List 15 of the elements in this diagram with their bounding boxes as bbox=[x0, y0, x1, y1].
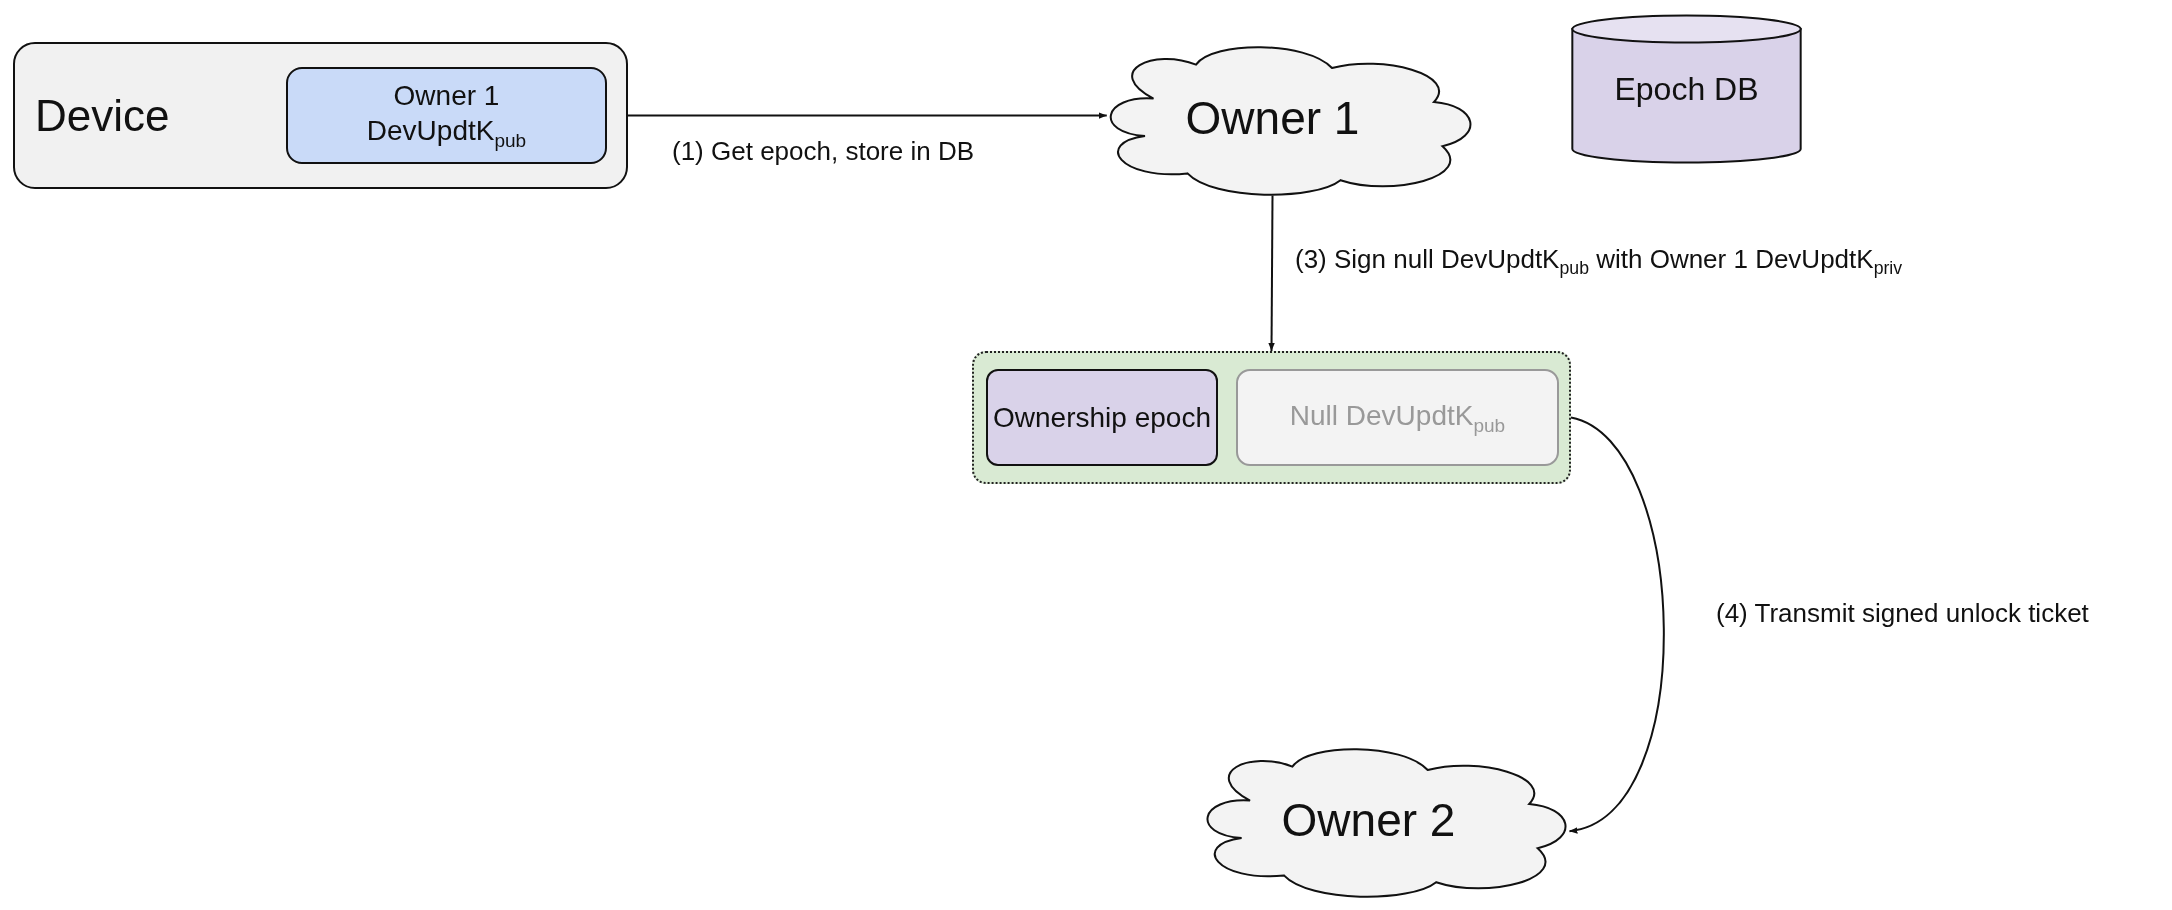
key-box bbox=[286, 67, 607, 164]
group-box bbox=[972, 351, 1571, 484]
node-label: Device bbox=[35, 90, 170, 142]
field-box bbox=[1236, 369, 1559, 466]
node-label: Epoch DB bbox=[1614, 70, 1759, 109]
arrow bbox=[627, 112, 1108, 119]
node-label: Owner 2 bbox=[1281, 793, 1456, 849]
device-box bbox=[13, 42, 628, 189]
field-box bbox=[986, 369, 1218, 466]
node-label: Owner 1 bbox=[1185, 91, 1360, 147]
arrow bbox=[1568, 416, 1665, 833]
node-label: Owner 1 DevUpdtK$_{pub}$ bbox=[365, 79, 528, 153]
node-label: Null DevUpdtK$_{pub}$ bbox=[1289, 398, 1506, 438]
node-label: Ownership epoch bbox=[993, 401, 1211, 435]
arrow bbox=[1268, 194, 1275, 352]
